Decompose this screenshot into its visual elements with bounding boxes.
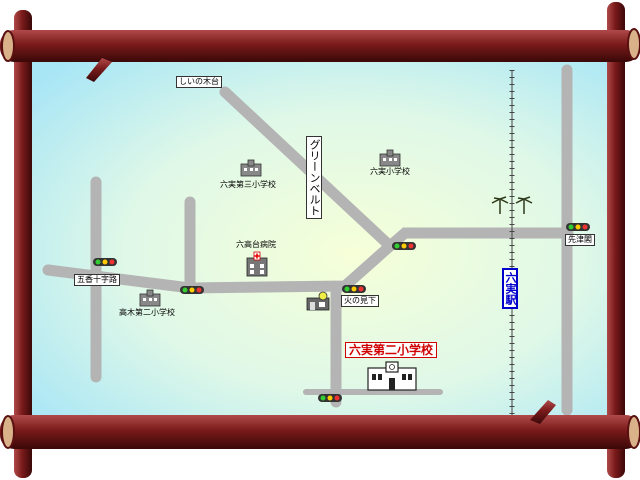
traffic-light-icon (566, 223, 590, 231)
label-main-school: 六実第二小学校 (345, 342, 438, 358)
label-hospital: 六高台病院 (236, 240, 276, 249)
hospital-icon (246, 251, 268, 277)
label-hinomishita: 火の見下 (341, 295, 379, 307)
label-shiinokidai: しいの木台 (176, 76, 222, 88)
road-gokajujiro-east (42, 227, 574, 294)
fire-station-icon (306, 291, 330, 311)
label-rokujitsu-station: 六実駅 (502, 268, 518, 309)
school-icon (379, 149, 401, 167)
main-school-icon (367, 361, 417, 391)
label-green-belt: グリーンベルト (306, 136, 322, 219)
traffic-light-icon (318, 394, 342, 402)
traffic-lights (93, 223, 590, 402)
traffic-light-icon (342, 285, 366, 293)
traffic-light-icon (180, 286, 204, 294)
label-rokujitsu-daisan-school: 六実第三小学校 (220, 180, 276, 189)
traffic-light-icon (93, 258, 117, 266)
school-icon (139, 289, 161, 307)
label-takagi-daini-school: 高木第二小学校 (119, 308, 175, 317)
school-icon (240, 159, 262, 177)
label-gokajujiro: 五香十字路 (74, 274, 120, 286)
traffic-light-icon (392, 242, 416, 250)
palm-tree-icon (491, 196, 533, 214)
label-shinbashi: 先津閣 (565, 234, 595, 246)
label-rokujitsu-school: 六実小学校 (370, 167, 410, 176)
